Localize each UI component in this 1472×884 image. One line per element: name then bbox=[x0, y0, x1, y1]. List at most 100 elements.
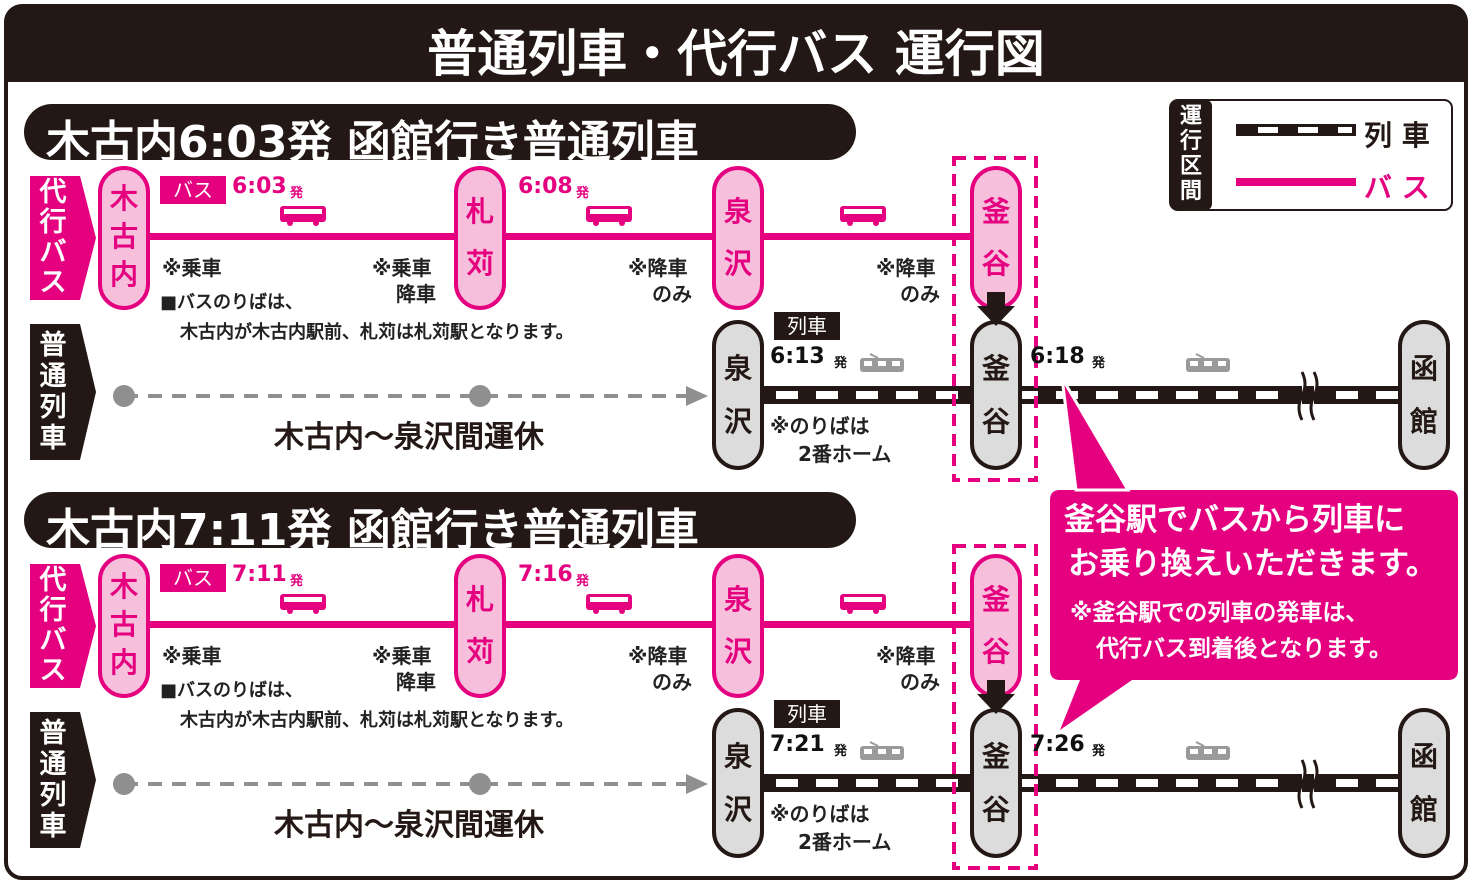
train-time-1-dep: 発 bbox=[834, 356, 848, 371]
station-pill-izumisawa-train bbox=[712, 708, 764, 858]
platform-note-2: 2番ホーム bbox=[798, 442, 892, 466]
station-pill-izumisawa-train bbox=[712, 320, 764, 470]
bus-side-label: 代行バス bbox=[39, 177, 67, 298]
page-title: 普通列車・代行バス 運行図 bbox=[427, 25, 1045, 83]
station-pill-sappo bbox=[454, 554, 506, 698]
train-time-1: 6:13 bbox=[770, 344, 825, 369]
bus-tag-bg bbox=[160, 176, 226, 204]
station-pill-izumisawa-bus bbox=[712, 554, 764, 698]
platform-note-1: ※のりばは bbox=[770, 414, 870, 438]
bus-stop-note-1: ■バスのりばは、 bbox=[160, 680, 304, 701]
train-side-label-bg bbox=[30, 712, 96, 848]
station-izumisawa-bus: 泉沢 bbox=[723, 583, 752, 668]
station-kikonai: 木古内 bbox=[109, 570, 138, 679]
bus-side-label-bg bbox=[30, 564, 96, 688]
legend-train-label: 列 車 bbox=[1364, 119, 1430, 152]
bus-side-label-bg bbox=[30, 176, 96, 300]
kamaya-highlight bbox=[952, 544, 1038, 870]
callout-line1: 釜谷駅でバスから列車に bbox=[1064, 502, 1405, 538]
station-pill-kikonai bbox=[98, 166, 150, 310]
note-izumisawa-1: ※降車 bbox=[628, 644, 688, 668]
legend-bus-label: バ ス bbox=[1364, 171, 1430, 204]
legend-heading-bg bbox=[1170, 100, 1212, 210]
station-pill-izumisawa-bus bbox=[712, 166, 764, 310]
note-sappo-1: ※乗車 bbox=[372, 644, 432, 668]
bus-time-1: 7:11 bbox=[232, 562, 287, 587]
train-icon bbox=[860, 741, 904, 760]
callout-line3: ※釜谷駅での列車の発車は、 bbox=[1070, 600, 1369, 626]
title-bar bbox=[6, 6, 1466, 82]
note-izumisawa-2: のみ bbox=[652, 670, 692, 694]
note-boarding: ※乗車 bbox=[162, 644, 222, 668]
bus-time-2-dep: 発 bbox=[576, 574, 590, 589]
note-kamaya-1: ※降車 bbox=[876, 256, 936, 280]
suspended-label: 木古内〜泉沢間運休 bbox=[274, 808, 544, 843]
train-side-label: 普通列車 bbox=[39, 718, 67, 842]
note-kamaya-2: のみ bbox=[900, 670, 940, 694]
train-tag: 列車 bbox=[787, 702, 827, 726]
callout-line4: 代行バス到着後となります。 bbox=[1096, 636, 1393, 662]
train-icon bbox=[860, 353, 904, 372]
bus-icon bbox=[280, 206, 326, 226]
train-time-2-dep: 発 bbox=[1092, 744, 1106, 759]
train-track bbox=[760, 774, 1400, 792]
bus-time-2: 6:08 bbox=[518, 174, 573, 199]
suspended-arrow bbox=[686, 386, 708, 406]
bus-time-1: 6:03 bbox=[232, 174, 287, 199]
bus-tag: バス bbox=[173, 566, 213, 590]
train-time-2-dep: 発 bbox=[1092, 356, 1106, 371]
bus-route-line bbox=[124, 233, 982, 240]
legend-bus-line bbox=[1236, 178, 1356, 186]
station-kamaya-train: 釜谷 bbox=[981, 352, 1010, 438]
station-pill-sappo bbox=[454, 166, 506, 310]
train-icon bbox=[1186, 353, 1230, 372]
bus-time-1-dep: 発 bbox=[290, 186, 304, 201]
bus-side-label: 代行バス bbox=[39, 565, 67, 686]
train-tag-bg bbox=[774, 700, 840, 728]
bus-icon bbox=[840, 206, 886, 226]
bus-icon bbox=[280, 594, 326, 614]
platform-note-1: ※のりばは bbox=[770, 802, 870, 826]
section1-heading-pill bbox=[24, 104, 856, 160]
bus-time-2-dep: 発 bbox=[576, 186, 590, 201]
suspended-arrow bbox=[686, 774, 708, 794]
station-pill-hakodate bbox=[1398, 708, 1450, 858]
station-sappo: 札苅 bbox=[465, 195, 494, 280]
note-sappo-2: 降車 bbox=[396, 282, 436, 306]
station-pill-hakodate bbox=[1398, 320, 1450, 470]
bus-icon bbox=[840, 594, 886, 614]
station-hakodate: 函館 bbox=[1409, 740, 1438, 826]
bus-icon bbox=[586, 206, 632, 226]
section-2-graphics bbox=[30, 544, 1450, 870]
bus-stop-note-2: 木古内が木古内駅前、札苅は札苅駅となります。 bbox=[180, 322, 574, 343]
station-sappo: 札苅 bbox=[465, 583, 494, 668]
note-izumisawa-2: のみ bbox=[652, 282, 692, 306]
section1-heading: 木古内6:03発 函館行き普通列車 bbox=[46, 117, 699, 168]
callout-pointer-up bbox=[1060, 377, 1131, 492]
section2-heading: 木古内7:11発 函館行き普通列車 bbox=[46, 505, 699, 556]
note-kamaya-2: のみ bbox=[900, 282, 940, 306]
station-pill-kikonai bbox=[98, 554, 150, 698]
station-kamaya-train: 釜谷 bbox=[981, 740, 1010, 826]
train-time-1-dep: 発 bbox=[834, 744, 848, 759]
bus-stop-note-1: ■バスのりばは、 bbox=[160, 292, 304, 313]
section-1-graphics bbox=[30, 156, 1450, 482]
bus-icon bbox=[586, 594, 632, 614]
bus-stop-note-2: 木古内が木古内駅前、札苅は札苅駅となります。 bbox=[180, 710, 574, 731]
station-kamaya-bus: 釜谷 bbox=[981, 583, 1010, 668]
train-time-2: 6:18 bbox=[1030, 344, 1085, 369]
station-kamaya-bus: 釜谷 bbox=[981, 195, 1010, 280]
train-side-label: 普通列車 bbox=[39, 330, 67, 454]
note-boarding: ※乗車 bbox=[162, 256, 222, 280]
train-track bbox=[760, 386, 1400, 404]
note-sappo-1: ※乗車 bbox=[372, 256, 432, 280]
bus-route-line bbox=[124, 621, 982, 628]
transfer-arrow bbox=[977, 306, 1015, 326]
suspended-label: 木古内〜泉沢間運休 bbox=[274, 420, 544, 455]
section2-heading-pill bbox=[24, 492, 856, 548]
train-tag: 列車 bbox=[787, 314, 827, 338]
train-tag-bg bbox=[774, 312, 840, 340]
legend-heading: 運行区間 bbox=[1179, 104, 1202, 204]
